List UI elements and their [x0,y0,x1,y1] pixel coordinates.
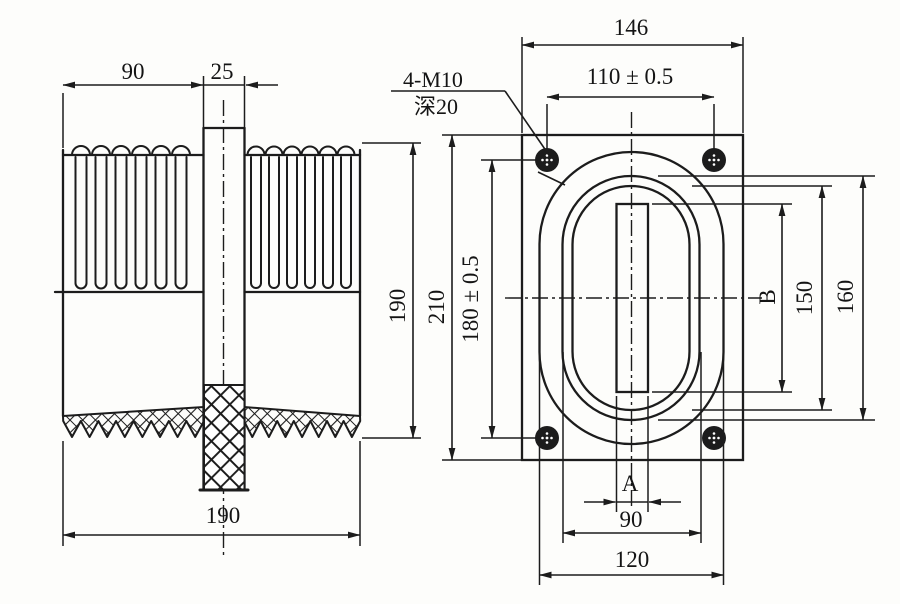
bolt-hole-bottom-left [535,426,559,450]
center-slot [615,202,650,394]
bolt-holes [535,148,726,450]
flange-wing-right [243,406,362,438]
dim-label-160: 160 [833,280,858,315]
dim-label-A: A [622,471,639,496]
bolt-hole-top-left [535,148,559,172]
dim-label-25: 25 [211,59,234,84]
bolt-callout-line1: 4-M10 [403,67,463,92]
dim-B-group [652,203,792,393]
middle-oval-90x160 [561,174,701,422]
dim-190-height-group [362,142,421,439]
bolt-hole-bottom-right [702,426,726,450]
dim-25-group [202,76,278,128]
dim-label-180: 180 ± 0.5 [458,255,483,342]
mounting-plate-outline [520,133,745,462]
right-view-plan [391,37,875,585]
outer-oval-120x190 [538,150,725,446]
dim-label-190-height: 190 [385,289,410,324]
bolt-callout-leader [391,90,566,186]
dim-label-B: B [755,289,780,304]
dim-label-190-width: 190 [206,503,241,528]
dim-label-146: 146 [614,15,649,40]
cooling-fins-left [71,145,191,290]
flange-wing-left [62,406,205,438]
dim-label-150: 150 [792,281,817,316]
cooling-fins-right [246,145,356,289]
dim-label-210: 210 [424,290,449,325]
dim-210-group [442,134,522,461]
dim-label-120: 120 [615,547,650,572]
dim-146-group [521,37,744,133]
dim-190-width-group [62,441,361,546]
dim-label-90-left: 90 [122,59,145,84]
dim-A-group [584,396,681,512]
bolt-hole-top-right [702,148,726,172]
dim-90-left-group [62,81,204,148]
dim-150-group [692,185,832,411]
dim-label-90-right: 90 [620,507,643,532]
dim-180-group [481,159,537,439]
dim-90-right-group [562,352,702,543]
dim-label-110: 110 ± 0.5 [587,64,674,89]
bolt-callout-line2: 深20 [414,94,458,119]
body-outline [53,148,362,418]
dim-160-group [658,175,875,421]
left-view-section [53,76,421,558]
center-stem-section [203,384,246,491]
dim-110-group [546,93,715,152]
inner-oval-150 [571,184,691,412]
